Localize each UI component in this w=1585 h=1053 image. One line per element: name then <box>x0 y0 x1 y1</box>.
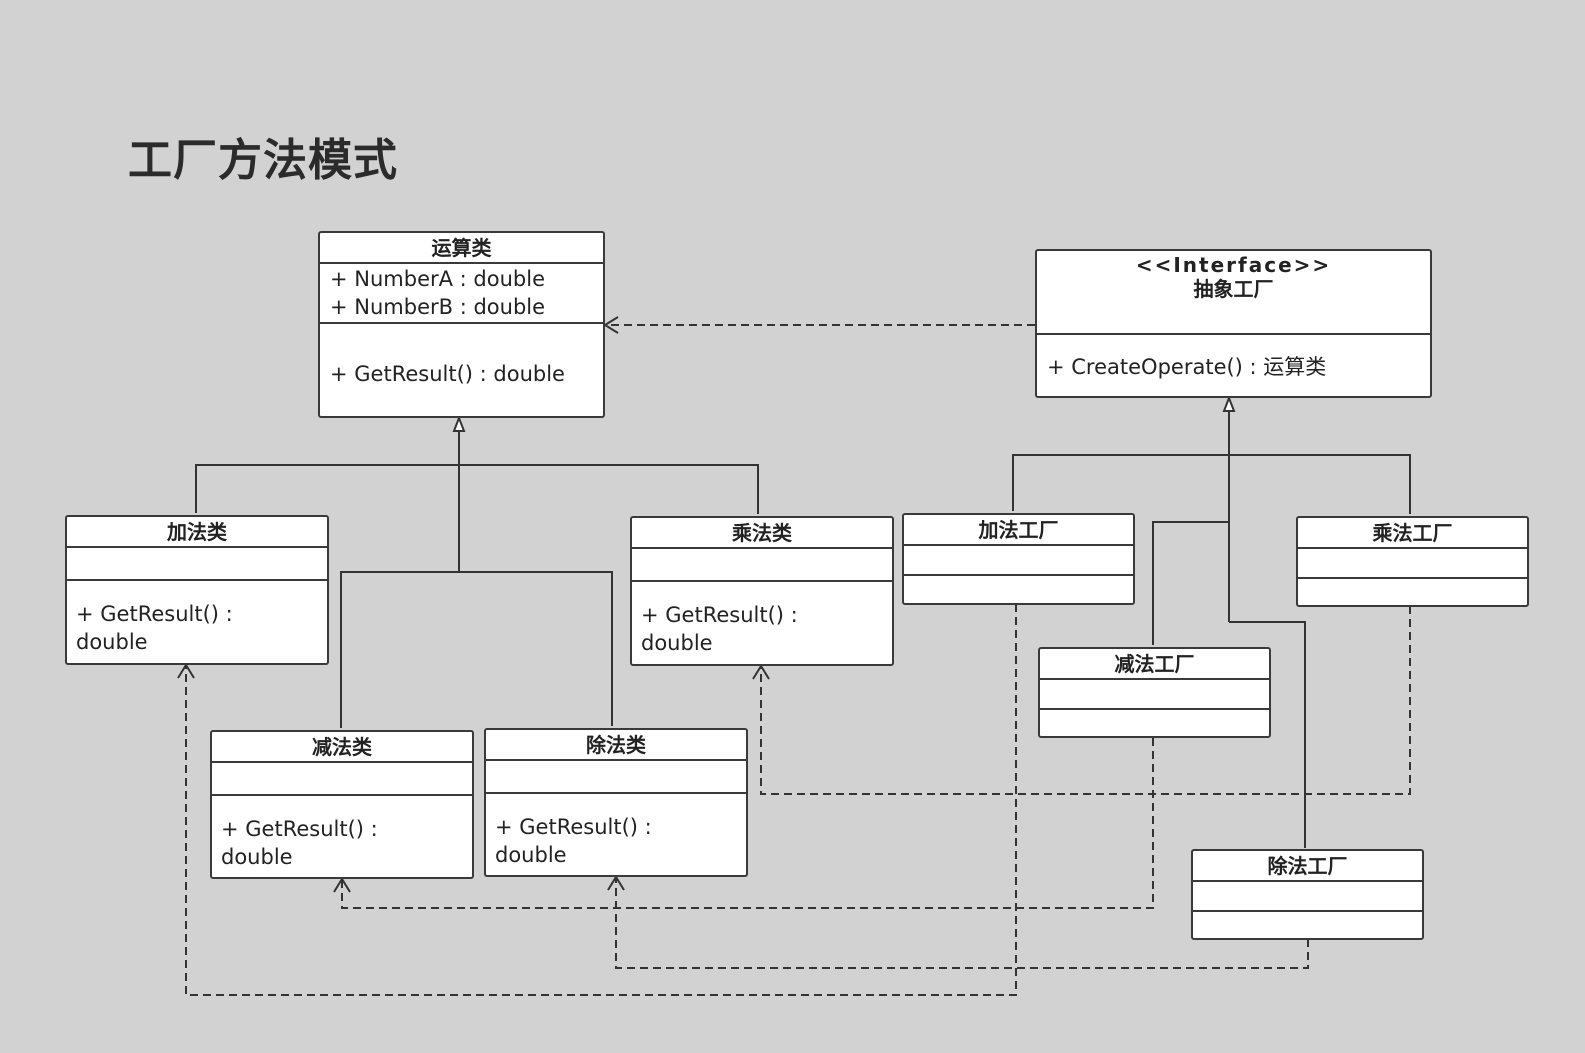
operation-create-operate: + CreateOperate() : 运算类 <box>1047 355 1327 379</box>
operation-get-result: + GetResult() : double <box>76 602 233 654</box>
class-name: 减法类 <box>212 732 472 763</box>
class-attributes: + NumberA : double + NumberB : double <box>320 264 603 324</box>
factory-inheritance-lines <box>1012 395 1411 848</box>
inheritance-arrow-factory <box>1222 395 1236 412</box>
class-attributes <box>486 761 746 794</box>
class-operations: + CreateOperate() : 运算类 <box>1037 335 1430 381</box>
operation-get-result: + GetResult() : double <box>495 815 652 867</box>
class-sub-factory[interactable]: 减法工厂 <box>1038 647 1271 738</box>
class-mul-factory[interactable]: 乘法工厂 <box>1296 516 1529 607</box>
class-name: 运算类 <box>320 233 603 264</box>
class-name: 减法工厂 <box>1040 649 1269 680</box>
class-name: 乘法工厂 <box>1298 518 1527 549</box>
class-operations: + GetResult() : double <box>486 794 671 869</box>
page-title: 工厂方法模式 <box>128 135 398 186</box>
class-operations: + GetResult() : double <box>320 324 603 388</box>
operation-inheritance-lines <box>195 415 759 728</box>
interface-abstract-factory[interactable]: <<Interface>> 抽象工厂 + CreateOperate() : 运… <box>1035 249 1432 398</box>
class-name: 抽象工厂 <box>1193 277 1274 301</box>
operation-get-result: + GetResult() : double <box>221 817 378 869</box>
class-sub[interactable]: 减法类 + GetResult() : double <box>210 730 474 879</box>
class-operation[interactable]: 运算类 + NumberA : double + NumberB : doubl… <box>318 231 605 418</box>
class-div[interactable]: 除法类 + GetResult() : double <box>484 728 748 877</box>
class-attributes <box>67 548 327 581</box>
class-attributes <box>1040 680 1269 710</box>
class-add-factory[interactable]: 加法工厂 <box>902 513 1135 605</box>
stereotype-label: <<Interface>> <box>1135 253 1332 277</box>
class-name: 加法类 <box>67 517 327 548</box>
class-name: 加法工厂 <box>904 515 1133 546</box>
operation-get-result: + GetResult() : double <box>641 603 798 655</box>
class-mul[interactable]: 乘法类 + GetResult() : double <box>630 516 894 666</box>
class-add[interactable]: 加法类 + GetResult() : double <box>65 515 329 665</box>
class-operations: + GetResult() : double <box>212 796 397 871</box>
class-operations: + GetResult() : double <box>67 581 252 656</box>
class-attributes <box>1193 882 1422 912</box>
inheritance-arrow-operation <box>452 415 466 432</box>
attribute-number-b: + NumberB : double <box>330 295 546 319</box>
dependency-lines <box>177 316 1411 996</box>
class-name: 除法工厂 <box>1193 851 1422 882</box>
class-name: 乘法类 <box>632 518 892 549</box>
attribute-number-a: + NumberA : double <box>330 267 545 291</box>
class-operations: + GetResult() : double <box>632 582 817 657</box>
class-name: 除法类 <box>486 730 746 761</box>
interface-header: <<Interface>> 抽象工厂 <box>1037 251 1430 335</box>
operation-get-result: + GetResult() : double <box>330 362 565 386</box>
class-div-factory[interactable]: 除法工厂 <box>1191 849 1424 940</box>
class-attributes <box>1298 549 1527 579</box>
class-attributes <box>632 549 892 582</box>
class-attributes <box>904 546 1133 576</box>
class-attributes <box>212 763 472 796</box>
